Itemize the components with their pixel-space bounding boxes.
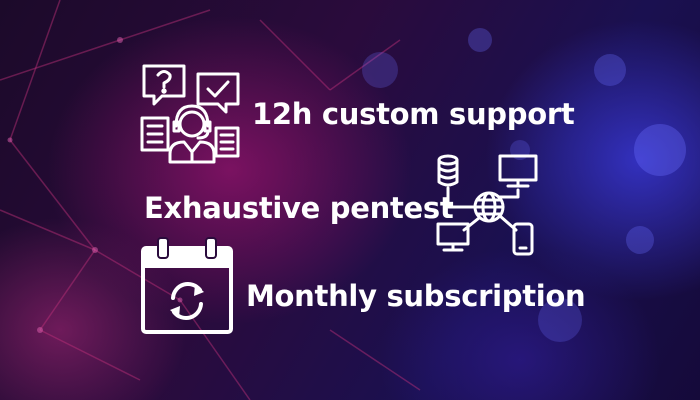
support-agent-icon — [140, 64, 240, 164]
network-icon — [436, 154, 538, 256]
feature-subscription-text: Monthly subscription — [246, 279, 586, 313]
feature-pentest-text: Exhaustive pentest — [144, 191, 454, 225]
feature-support-text: 12h custom support — [252, 97, 575, 131]
calendar-refresh-icon — [141, 237, 233, 334]
